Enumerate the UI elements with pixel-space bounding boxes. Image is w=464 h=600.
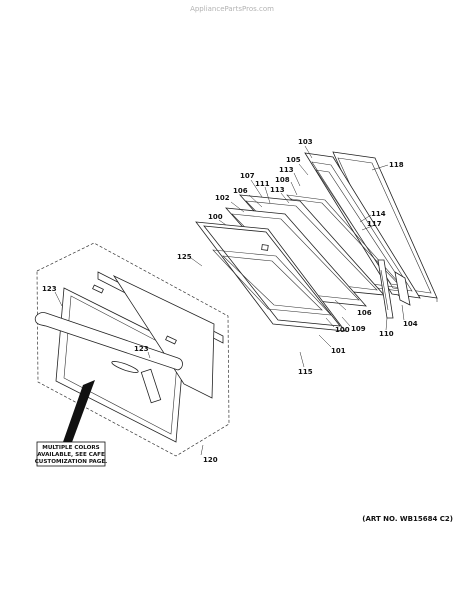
callout-109: 109 [351, 325, 366, 333]
callout-100: 100 [208, 213, 223, 221]
inner-door-frame [195, 221, 346, 332]
callout-117: 117 [367, 220, 382, 228]
callout-108: 108 [275, 176, 290, 184]
callout-105: 105 [286, 156, 301, 164]
callout-114: 114 [371, 210, 386, 218]
callout-123: 123 [134, 345, 149, 353]
callout-113: 113 [270, 186, 285, 194]
callout-labels: 103 105 113 118 108 107 111 106 113 102 … [42, 138, 418, 464]
outer-door-assembly [34, 242, 230, 457]
callout-120: 120 [203, 456, 218, 464]
leader-lines [54, 145, 405, 456]
callout-102: 102 [215, 194, 230, 202]
callout-113: 113 [279, 166, 294, 174]
color-note: MULTIPLE COLORS AVAILABLE, SEE CAFE CUST… [35, 380, 108, 467]
callout-111: 111 [255, 180, 270, 188]
callout-106: 106 [357, 309, 372, 317]
callout-107: 107 [240, 172, 255, 180]
callout-100: 100 [335, 326, 350, 334]
callout-104: 104 [403, 320, 418, 328]
callout-106: 106 [233, 187, 248, 195]
callout-123: 123 [42, 285, 57, 293]
note-line-1: MULTIPLE COLORS [42, 445, 99, 451]
side-bracket [394, 271, 411, 306]
note-line-2: AVAILABLE, SEE CAFE [37, 452, 105, 458]
callout-115: 115 [298, 368, 313, 376]
callout-125: 125 [177, 253, 192, 261]
callout-101: 101 [331, 347, 346, 355]
art-number: (ART NO. WB15684 C2) [362, 515, 453, 523]
hinge-bracket [377, 259, 394, 319]
watermark-text: AppliancePartsPros.com [190, 5, 274, 13]
callout-118: 118 [389, 161, 404, 169]
callout-110: 110 [379, 330, 394, 338]
callout-103: 103 [298, 138, 313, 146]
note-line-3: CUSTOMIZATION PAGE. [35, 459, 108, 465]
